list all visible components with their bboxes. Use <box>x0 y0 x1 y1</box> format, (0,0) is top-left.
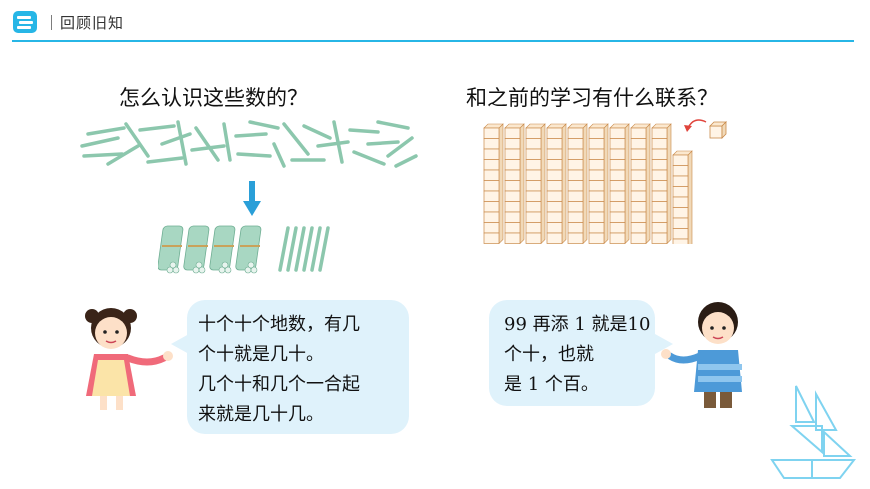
arrow-down-icon <box>243 181 261 216</box>
girl-speech-line: 十个十个地数，有几 <box>198 314 360 335</box>
girl-speech-bubble-tail <box>171 334 189 354</box>
block-column <box>588 123 609 244</box>
section-title: ｜回顾旧知 <box>44 14 125 32</box>
header-divider <box>12 40 854 42</box>
question-left: 怎么认识这些数的？ <box>119 86 308 110</box>
question-right: 和之前的学习有什么联系？ <box>466 86 718 110</box>
block-column <box>483 123 504 244</box>
boy-speech-bubble <box>489 300 655 406</box>
girl-speech-text: 十个十个地数，有几 个十就是几十。 几个十和几个一合起 来就是几十几。 <box>198 310 360 430</box>
loose-sticks-illustration <box>80 120 418 168</box>
boy-speech-line: 是 1 个百。 <box>504 374 599 395</box>
block-column <box>630 123 651 244</box>
book-stack-icon <box>13 11 37 33</box>
block-column <box>525 123 546 244</box>
boy-speech-line: 99 再添 1 就是10 <box>504 314 651 335</box>
boy-speech-text: 99 再添 1 就是10 个十，也就 是 1 个百。 <box>504 310 650 400</box>
stick-bundles-illustration <box>158 225 330 274</box>
hundred-blocks-illustration <box>483 119 727 244</box>
block-column <box>651 123 672 244</box>
girl-illustration <box>85 308 173 410</box>
boy-illustration <box>661 302 742 408</box>
block-column <box>609 123 630 244</box>
header-bar: ｜回顾旧知 <box>0 0 870 44</box>
block-column <box>672 150 693 244</box>
block-column <box>504 123 525 244</box>
girl-speech-bubble <box>187 300 409 434</box>
girl-speech-line: 个十就是几十。 <box>198 344 324 365</box>
single-cube <box>709 121 727 139</box>
curved-arrow-head <box>684 125 692 132</box>
tangram-boat-decoration <box>770 385 857 479</box>
block-column <box>567 123 588 244</box>
girl-speech-line: 几个十和几个一合起 <box>198 374 360 395</box>
boy-speech-bubble-tail <box>655 334 673 354</box>
girl-speech-line: 来就是几十几。 <box>198 404 324 425</box>
block-column <box>546 123 567 244</box>
boy-speech-line: 个十，也就 <box>504 344 594 365</box>
